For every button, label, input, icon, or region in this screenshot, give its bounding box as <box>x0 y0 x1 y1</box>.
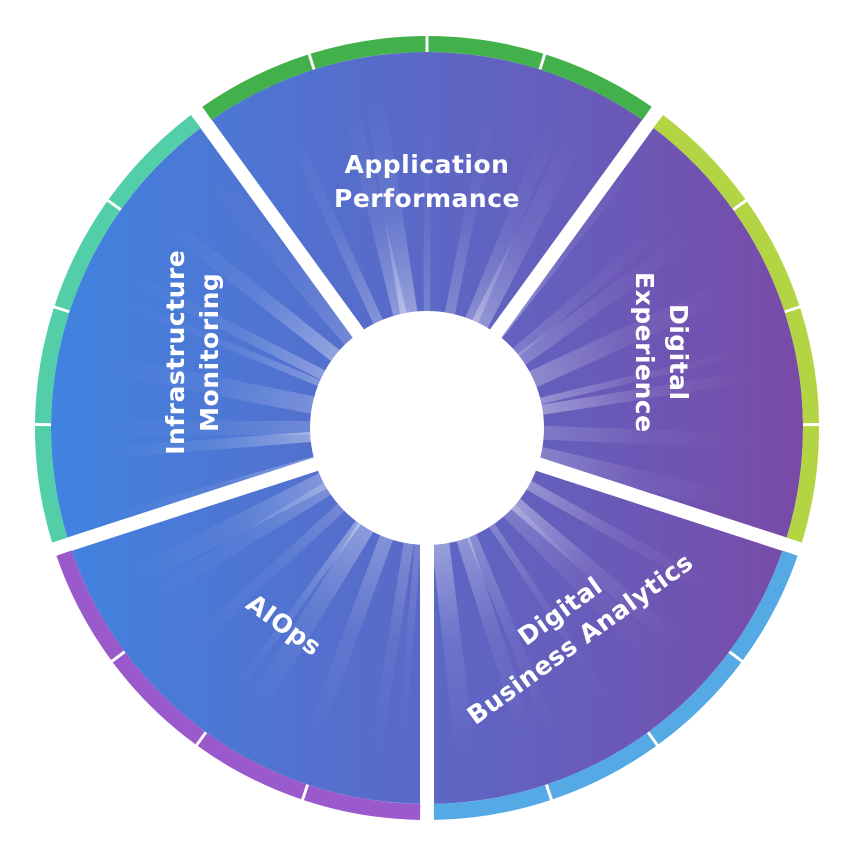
rim-segment-infrastructure-monitoring <box>35 308 69 424</box>
light-ray <box>444 103 498 315</box>
rim-segment-infrastructure-monitoring <box>54 201 121 311</box>
rim-segment-application-performance <box>541 54 652 120</box>
light-ray <box>431 542 476 757</box>
light-ray <box>543 425 757 450</box>
segment-label-line: Monitoring <box>195 273 224 432</box>
rim-segment-digital-business-analytics <box>547 733 657 800</box>
rim-segment-application-performance <box>202 54 313 120</box>
light-ray <box>101 353 315 414</box>
light-ray <box>97 420 311 436</box>
segment-label-line: Infrastructure <box>161 250 190 455</box>
light-ray <box>141 482 331 607</box>
light-ray <box>465 120 562 323</box>
rim-segment-infrastructure-monitoring <box>35 425 68 543</box>
light-ray <box>466 534 559 736</box>
light-ray <box>283 125 383 324</box>
light-ray <box>163 217 340 362</box>
segment-label-line: Digital <box>664 304 693 401</box>
light-ray <box>97 431 311 460</box>
rim-layer <box>35 36 819 820</box>
light-ray <box>540 347 749 405</box>
rim-segment-digital-business-analytics <box>649 652 742 745</box>
light-ray <box>365 100 418 315</box>
rim-segment-infrastructure-monitoring <box>108 115 201 209</box>
light-ray <box>541 370 754 415</box>
light-ray <box>245 522 374 715</box>
rim-segment-digital-experience <box>733 201 800 311</box>
light-ray <box>180 503 345 656</box>
light-ray <box>489 523 614 705</box>
rim-segment-aiops <box>303 784 421 820</box>
rim-segment-digital-experience <box>786 425 819 543</box>
segment-label-line: Experience <box>630 272 659 432</box>
light-ray <box>423 98 431 312</box>
light-ray <box>342 105 407 316</box>
light-ray <box>128 473 328 587</box>
rim-segment-digital-experience <box>653 115 746 209</box>
light-ray <box>120 297 321 387</box>
rim-segment-digital-business-analytics <box>730 550 798 661</box>
light-ray <box>305 535 393 741</box>
rim-segment-aiops <box>197 733 307 800</box>
light-ray <box>511 498 683 649</box>
rim-segment-application-performance <box>310 36 426 69</box>
segment-label-line: Performance <box>334 184 520 213</box>
rim-segment-application-performance <box>428 36 544 69</box>
light-ray <box>538 446 750 516</box>
light-ray <box>512 209 683 357</box>
light-ray <box>130 273 326 380</box>
light-ray <box>472 129 586 329</box>
segment-label-line: Application <box>345 150 510 179</box>
light-ray <box>230 520 361 698</box>
light-ray <box>529 281 731 388</box>
rim-segment-aiops <box>112 652 205 745</box>
light-ray <box>396 544 421 758</box>
light-ray <box>369 542 414 755</box>
rim-segment-digital-business-analytics <box>433 784 551 820</box>
light-ray <box>456 536 537 745</box>
light-ray <box>517 227 699 365</box>
light-ray <box>108 456 316 521</box>
center-circle <box>310 311 544 545</box>
rim-segment-digital-experience <box>785 308 819 424</box>
rim-segment-aiops <box>56 550 124 661</box>
light-ray <box>526 480 718 595</box>
light-ray <box>205 170 359 345</box>
light-ray <box>503 504 668 669</box>
